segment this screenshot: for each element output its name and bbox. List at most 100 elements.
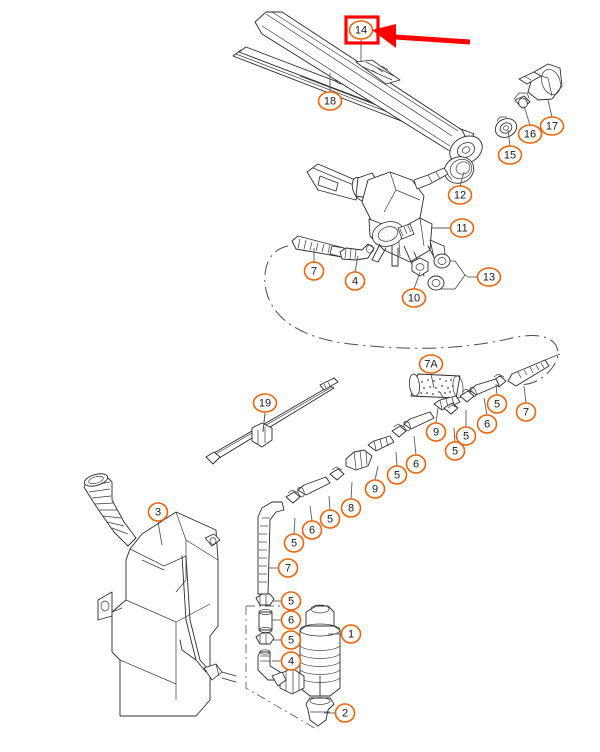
highlight-arrow-head — [372, 24, 396, 48]
callout-7[interactable]: 7 — [303, 261, 325, 281]
callout-label: 7 — [311, 266, 317, 278]
callout-leader — [157, 521, 163, 546]
callout-ring — [364, 479, 386, 499]
callout-label: 5 — [288, 596, 294, 608]
callout-5[interactable]: 5 — [283, 533, 305, 553]
part-sealing-cap-12 — [443, 156, 475, 184]
callout-6[interactable]: 6 — [476, 414, 498, 434]
callout-ring — [280, 630, 302, 650]
part-hose-7-reservoir — [257, 501, 285, 595]
callout-5[interactable]: 5 — [386, 465, 408, 485]
part-wiper-arm — [254, 11, 483, 165]
callout-ring — [344, 271, 366, 291]
callout-leader — [374, 465, 379, 481]
callout-2[interactable]: 2 — [334, 703, 356, 723]
callout-label: 1 — [348, 629, 354, 641]
callout-6[interactable]: 6 — [301, 520, 323, 540]
callout-leader — [262, 412, 266, 433]
highlight-annotation — [344, 15, 471, 48]
callout-19[interactable]: 19 — [252, 393, 278, 413]
callout-7[interactable]: 7 — [277, 558, 299, 578]
callout-ring — [401, 288, 427, 308]
part-washer-16 — [513, 92, 531, 109]
callout-9[interactable]: 9 — [425, 422, 447, 442]
part-hex-nut-10 — [411, 257, 429, 277]
part-wiper-arm-cap-17 — [518, 63, 563, 101]
callout-5[interactable]: 5 — [280, 591, 302, 611]
callout-18[interactable]: 18 — [317, 91, 343, 111]
callout-5[interactable]: 5 — [455, 426, 477, 446]
part-grommet-2 — [305, 675, 335, 727]
callout-ring — [539, 116, 565, 136]
part-washer-pump-1 — [271, 604, 341, 697]
callout-14[interactable]: 14 — [348, 20, 374, 40]
callout-label: 3 — [155, 507, 161, 519]
callout-label: 12 — [454, 190, 466, 202]
callout-label: 13 — [483, 272, 495, 284]
callout-label: 9 — [433, 427, 439, 439]
callout-17[interactable]: 17 — [539, 116, 565, 136]
callout-leader — [354, 255, 359, 273]
part-hex-nut-15 — [494, 116, 518, 138]
callout-leader — [523, 105, 531, 126]
callout-label: 5 — [288, 635, 294, 647]
callout-label: 6 — [484, 419, 490, 431]
callout-leader — [350, 481, 353, 500]
callout-4[interactable]: 4 — [280, 651, 302, 671]
callout-ring — [277, 558, 299, 578]
callout-9[interactable]: 9 — [364, 479, 386, 499]
callout-7a[interactable]: 7A — [418, 354, 444, 374]
callout-ring — [418, 354, 444, 374]
callout-label: 5 — [463, 431, 469, 443]
callout-12[interactable]: 12 — [447, 185, 473, 205]
callout-leader — [430, 373, 435, 389]
callout-6[interactable]: 6 — [280, 610, 302, 630]
callout-4[interactable]: 4 — [344, 271, 366, 291]
callout-3[interactable]: 3 — [147, 502, 169, 522]
callout-label: 5 — [394, 470, 400, 482]
callout-ring — [317, 91, 343, 111]
callout-label: 15 — [504, 150, 516, 162]
callout-ring — [449, 218, 475, 238]
callout-label: 4 — [288, 656, 294, 668]
part-hose-7-top — [291, 235, 345, 258]
callout-leader — [435, 407, 439, 424]
callout-6[interactable]: 6 — [405, 454, 427, 474]
callout-5[interactable]: 5 — [280, 630, 302, 650]
callout-ring — [425, 422, 447, 442]
callout-label: 9 — [372, 484, 378, 496]
callout-7[interactable]: 7 — [515, 402, 537, 422]
assembly-guide-lines — [245, 605, 319, 731]
callout-8[interactable]: 8 — [340, 498, 362, 518]
callout-label: 7 — [523, 407, 529, 419]
callout-ring — [444, 441, 466, 461]
callout-5[interactable]: 5 — [486, 394, 508, 414]
callout-ring — [280, 651, 302, 671]
callout-ring — [280, 610, 302, 630]
callout-leader — [507, 129, 511, 147]
callout-label: 18 — [324, 96, 336, 108]
callout-label: 6 — [288, 615, 294, 627]
callout-label: 4 — [352, 276, 358, 288]
callout-leader — [495, 383, 498, 396]
callout-label: 7 — [285, 563, 291, 575]
callout-leader — [293, 517, 296, 535]
callout-leader — [395, 451, 398, 467]
callout-1[interactable]: 1 — [340, 624, 362, 644]
callout-ring — [515, 402, 537, 422]
callout-leader — [459, 171, 465, 187]
callout-10[interactable]: 10 — [401, 288, 427, 308]
callout-ring — [334, 703, 356, 723]
callout-5[interactable]: 5 — [444, 441, 466, 461]
callout-16[interactable]: 16 — [517, 124, 543, 144]
callout-label: 19 — [259, 398, 271, 410]
callout-ring — [386, 465, 408, 485]
callout-11[interactable]: 11 — [449, 218, 475, 238]
callout-5[interactable]: 5 — [319, 509, 341, 529]
callout-label: 7A — [424, 359, 438, 371]
callout-15[interactable]: 15 — [497, 145, 523, 165]
callout-13[interactable]: 13 — [476, 267, 502, 287]
callout-leader — [309, 505, 313, 522]
